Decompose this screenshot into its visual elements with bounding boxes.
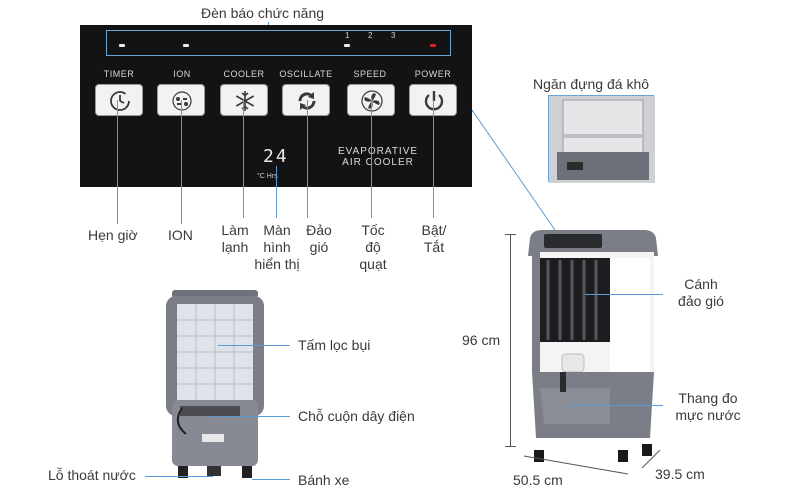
oscillate-caption: OSCILLATE <box>279 69 333 79</box>
ion-button[interactable] <box>157 84 205 116</box>
louver-label-line-2: đảo gió <box>678 293 724 309</box>
ion-label: ION <box>168 227 193 243</box>
depth-label: 39.5 cm <box>655 466 705 482</box>
speed-level-2: 2 <box>368 31 373 40</box>
water-gauge-label-line-1: Thang đo <box>678 390 738 406</box>
cooler-caption: COOLER <box>223 69 265 79</box>
speed-callout-line <box>371 100 372 218</box>
speed-level-3: 3 <box>391 31 396 40</box>
ion-callout-line <box>181 100 182 224</box>
water-gauge-callout-line <box>570 405 663 406</box>
oscillate-button[interactable] <box>282 84 330 116</box>
power-caption: POWER <box>414 69 452 79</box>
wheels-callout-line <box>252 479 290 480</box>
display-label: Màn hình hiển thị <box>250 222 304 273</box>
ion-caption: ION <box>173 69 191 79</box>
power-callout-line <box>433 100 434 218</box>
height-label: 96 cm <box>462 332 501 348</box>
fan-icon <box>361 90 383 112</box>
dust-filter-label: Tấm lọc bụi <box>298 337 371 353</box>
width-dimension-line <box>523 455 629 475</box>
height-dimension-line <box>510 234 511 446</box>
height-tick-top <box>505 234 516 235</box>
cooler-front-image <box>528 230 658 462</box>
height-tick-bottom <box>505 446 516 447</box>
speed-label: Tốc độ quạt <box>355 222 391 273</box>
speed-label-line-2: độ <box>365 239 381 255</box>
timer-button[interactable] <box>95 84 143 116</box>
indicator-strip: 1 2 3 <box>106 30 451 56</box>
timer-led-icon <box>119 44 125 47</box>
power-label-line-2: Tắt <box>423 239 445 255</box>
display-label-line-2: hình <box>263 239 291 255</box>
display-units: °C Hrs <box>257 173 278 180</box>
oscillate-label: Đảo gió <box>303 222 335 256</box>
speed-caption: SPEED <box>353 69 387 79</box>
display-label-line-3: hiển thị <box>254 256 300 272</box>
drain-hole-callout-line <box>145 476 213 477</box>
water-gauge-label: Thang đo mực nước <box>668 390 748 424</box>
cooler-back-image <box>166 290 264 478</box>
speed-label-line-3: quạt <box>359 256 387 272</box>
cooler-label-line-2: lạnh <box>221 239 249 255</box>
indicator-lights-label: Đèn báo chức năng <box>201 5 325 21</box>
oscillate-callout-line <box>307 100 308 218</box>
power-icon <box>424 91 444 111</box>
ice-compartment-label: Ngăn đựng đá khô <box>533 76 650 92</box>
wheels-label: Bánh xe <box>298 472 350 488</box>
power-label: Bật/ Tắt <box>418 222 450 256</box>
speed-led-icon <box>344 44 350 47</box>
width-label: 50.5 cm <box>513 472 563 488</box>
louver-callout-line <box>585 294 663 295</box>
brand-text: EVAPORATIVE AIR COOLER <box>326 146 430 168</box>
cooler-callout-line <box>243 100 244 218</box>
cooler-label: Làm lạnh <box>218 222 252 256</box>
display-label-line-1: Màn <box>263 222 291 238</box>
oscillate-label-line-2: gió <box>309 239 329 255</box>
speed-label-line-1: Tốc <box>361 222 385 238</box>
timer-caption: TIMER <box>103 69 135 79</box>
power-label-line-1: Bật/ <box>421 222 447 238</box>
speed-level-1: 1 <box>345 31 350 40</box>
control-panel <box>80 25 472 187</box>
louver-label: Cánh đảo gió <box>668 276 734 310</box>
ice-callout-diagonal <box>471 109 556 231</box>
cord-wrap-callout-line <box>210 416 290 417</box>
ice-compartment-illustration <box>549 96 655 183</box>
oscillate-label-line-1: Đảo <box>306 222 332 238</box>
brand-line-2: AIR COOLER <box>342 157 414 168</box>
water-gauge-label-line-2: mực nước <box>675 407 741 423</box>
cord-wrap-label: Chỗ cuộn dây điện <box>298 408 415 424</box>
clock-icon <box>110 91 130 111</box>
swing-arrows-icon <box>298 92 316 110</box>
ice-compartment-image <box>548 95 655 183</box>
snowflake-icon <box>235 91 255 111</box>
ion-dots-icon <box>172 91 192 111</box>
cooler-label-line-1: Làm <box>221 222 249 238</box>
ion-led-icon <box>183 44 189 47</box>
power-led-icon <box>430 44 436 47</box>
depth-dimension-line <box>641 449 661 469</box>
dust-filter-callout-line <box>218 345 290 346</box>
drain-hole-label: Lỗ thoát nước <box>48 467 136 483</box>
louver-label-line-1: Cánh <box>684 276 718 292</box>
cooler-button[interactable] <box>220 84 268 116</box>
timer-label: Hẹn giờ <box>88 227 138 243</box>
temperature-display: 24 <box>263 146 289 167</box>
display-callout-line <box>276 166 277 218</box>
brand-line-1: EVAPORATIVE <box>337 146 419 157</box>
timer-callout-line <box>117 100 118 224</box>
